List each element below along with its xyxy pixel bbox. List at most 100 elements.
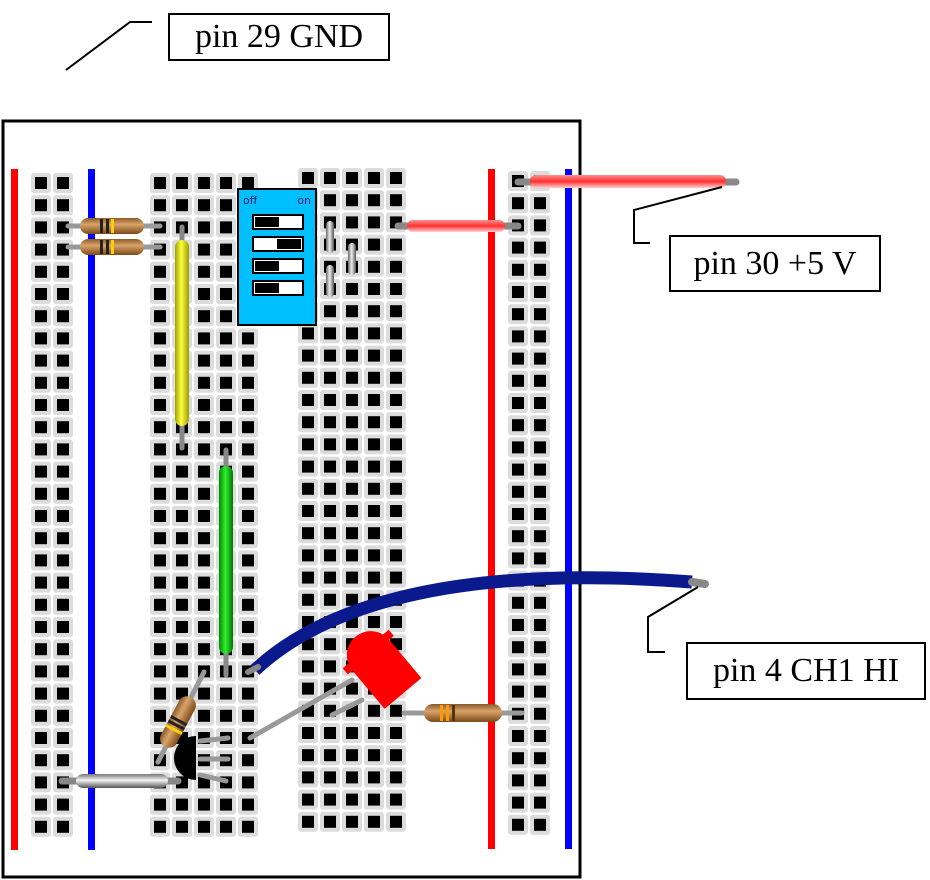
hole	[512, 463, 524, 476]
hole	[154, 399, 166, 411]
hole	[198, 443, 210, 456]
hole	[324, 482, 336, 495]
hole	[346, 194, 358, 207]
hole	[176, 554, 188, 567]
hole	[242, 354, 254, 367]
hole	[220, 421, 232, 434]
hole	[512, 818, 524, 831]
resistor-base[interactable]	[155, 669, 207, 765]
hole	[534, 397, 546, 409]
resistor-top-2[interactable]	[65, 239, 163, 255]
hole	[154, 554, 166, 567]
hole	[302, 172, 314, 184]
hole	[390, 571, 402, 584]
hole	[346, 771, 358, 784]
hole	[198, 310, 210, 323]
dip-switch-4[interactable]: off on	[237, 188, 317, 326]
hole	[390, 438, 402, 451]
hole	[368, 616, 380, 628]
hole	[242, 421, 254, 434]
hole	[512, 397, 524, 409]
hole	[198, 465, 210, 478]
hole	[57, 332, 69, 345]
hole	[534, 330, 546, 343]
hole	[346, 749, 358, 762]
hole	[534, 286, 546, 298]
resistor-led[interactable]	[401, 704, 525, 722]
hole	[324, 749, 336, 762]
hole	[346, 460, 358, 473]
hole	[390, 727, 402, 739]
rail-left-positive	[11, 169, 18, 850]
hole	[512, 752, 524, 765]
rail-right-positive	[488, 169, 495, 849]
hole	[57, 798, 69, 811]
hole	[534, 197, 546, 210]
hole	[198, 510, 210, 522]
wire-green[interactable]	[219, 466, 233, 654]
hole	[154, 332, 166, 345]
hole	[57, 665, 69, 678]
hole	[57, 621, 69, 633]
hole	[368, 305, 380, 318]
hole	[368, 571, 380, 584]
wire-vcc[interactable]	[530, 175, 726, 188]
hole	[198, 487, 210, 500]
hole	[324, 571, 336, 584]
hole	[242, 376, 254, 389]
resistor-top-1[interactable]	[65, 218, 163, 234]
hole	[242, 554, 254, 567]
wire-emitter-gnd[interactable]	[76, 774, 168, 788]
wire-yellow[interactable]	[175, 240, 189, 426]
hole	[346, 172, 358, 184]
wire-ch1[interactable]	[250, 571, 693, 675]
hole	[176, 532, 188, 545]
hole	[57, 576, 69, 589]
hole	[302, 771, 314, 784]
wire-rail-jumper[interactable]	[407, 220, 505, 232]
led-red[interactable]	[247, 617, 426, 741]
dip-knob	[255, 283, 279, 293]
hole	[512, 596, 524, 609]
hole	[390, 394, 402, 406]
hole	[198, 598, 210, 611]
dip-switch-3[interactable]	[252, 258, 304, 274]
hole	[57, 221, 69, 234]
hole	[534, 796, 546, 809]
hole	[324, 727, 336, 739]
dip-switch-4-toggle[interactable]	[252, 280, 304, 296]
jumper-dip-2[interactable]	[348, 243, 356, 275]
hole	[534, 818, 546, 831]
dip-switch-1[interactable]	[252, 214, 304, 230]
hole	[198, 820, 210, 833]
hole	[242, 532, 254, 545]
hole	[346, 305, 358, 318]
hole	[534, 774, 546, 787]
dip-knob	[255, 261, 279, 271]
hole	[390, 460, 402, 473]
transistor[interactable]	[174, 735, 231, 784]
hole	[512, 730, 524, 742]
dip-switch-2[interactable]	[252, 236, 304, 252]
jumper-dip-3[interactable]	[326, 265, 334, 297]
hole	[57, 310, 69, 323]
hole	[368, 416, 380, 429]
hole	[302, 749, 314, 762]
hole	[35, 687, 47, 700]
hole	[346, 394, 358, 406]
hole	[368, 704, 380, 717]
hole	[242, 576, 254, 589]
hole	[390, 327, 402, 340]
hole	[324, 194, 336, 207]
hole	[512, 796, 524, 809]
hole	[302, 460, 314, 473]
hole	[512, 663, 524, 676]
hole	[390, 305, 402, 318]
jumper-dip-1[interactable]	[326, 221, 334, 253]
hole	[154, 465, 166, 478]
hole	[154, 643, 166, 656]
hole	[198, 554, 210, 567]
hole	[302, 371, 314, 384]
hole	[346, 416, 358, 429]
hole	[35, 376, 47, 389]
